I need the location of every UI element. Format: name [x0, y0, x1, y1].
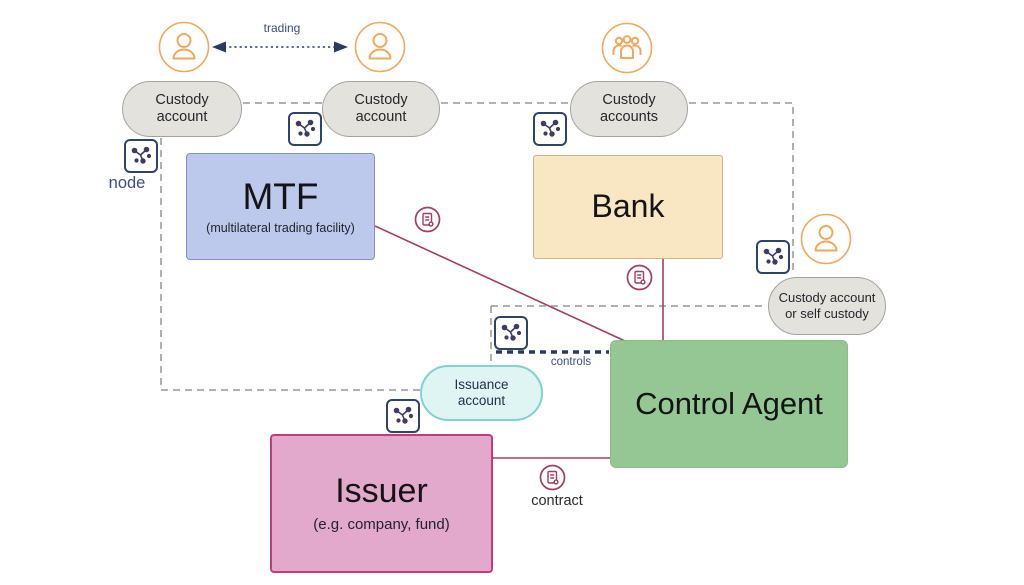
- custody-account-left-pill: Custody account: [122, 81, 242, 137]
- issuer-subtitle: (e.g. company, fund): [313, 515, 450, 533]
- mtf-title: MTF: [242, 176, 319, 218]
- network-node-icon: [124, 139, 158, 173]
- controls-label: controls: [550, 356, 592, 368]
- network-node-icon: [386, 399, 420, 433]
- trading-arrowhead-right: [334, 41, 348, 53]
- custody-accounts-pill: Custody accounts: [570, 81, 688, 137]
- person-icon: [354, 21, 406, 73]
- control-agent-box: Control Agent: [610, 340, 848, 468]
- trading-label: trading: [263, 21, 301, 35]
- mtf-subtitle: (multilateral trading facility): [206, 220, 355, 235]
- person-icon: [800, 213, 852, 265]
- contract-label: contract: [531, 493, 583, 509]
- issuance-account-pill: Issuance account: [420, 365, 543, 421]
- dashed-link-pill3-right-pill: [689, 102, 794, 275]
- bank-box: Bank: [533, 155, 723, 259]
- network-node-icon: [288, 112, 322, 146]
- trading-arrowhead-left: [212, 41, 226, 53]
- network-node-icon: [533, 112, 567, 146]
- issuer-box: Issuer (e.g. company, fund): [270, 434, 493, 573]
- bank-title: Bank: [591, 188, 665, 225]
- people-group-icon: [601, 22, 653, 74]
- control-agent-title: Control Agent: [635, 385, 823, 421]
- dashed-link-pill1-issuance: [160, 138, 420, 391]
- network-node-icon: [494, 316, 528, 350]
- custody-account-mid-pill: Custody account: [322, 81, 440, 137]
- mtf-box: MTF (multilateral trading facility): [186, 153, 375, 260]
- issuer-title: Issuer: [335, 472, 428, 511]
- link-mtf-control-agent: [374, 225, 626, 342]
- contract-document-icon: [539, 464, 566, 491]
- custody-or-self-custody-pill: Custody account or self custody: [768, 277, 886, 335]
- node-label: node: [108, 174, 146, 192]
- contract-document-icon: [414, 206, 441, 233]
- contract-document-icon: [626, 264, 653, 291]
- network-node-icon: [756, 240, 790, 274]
- person-icon: [158, 21, 210, 73]
